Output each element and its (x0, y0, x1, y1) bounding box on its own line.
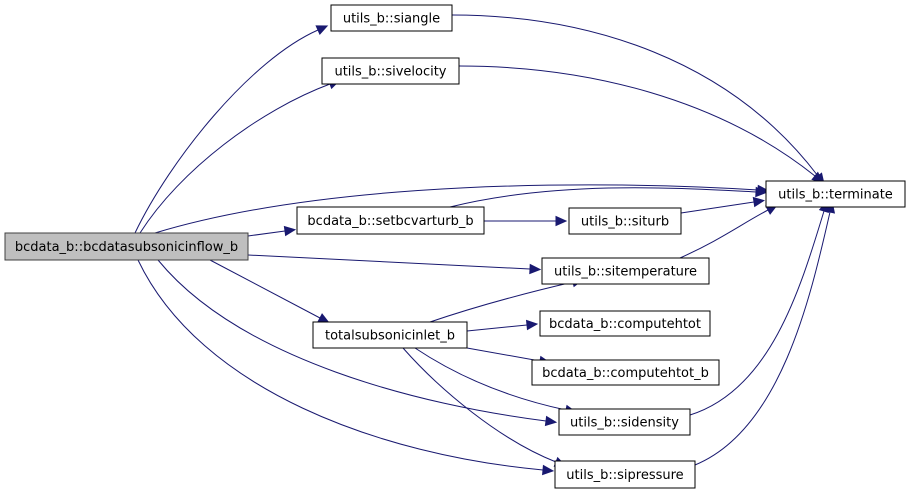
arrowhead-icon (529, 263, 542, 275)
edge-line (451, 14, 819, 177)
edge-totalsubsonic-to-computehtot (466, 319, 539, 332)
node-label: bcdata_b::bcdatasubsonicinflow_b (15, 240, 238, 255)
node-box (296, 206, 485, 235)
arrowhead-icon (555, 215, 568, 227)
edge-line (449, 187, 757, 208)
node-setbcvarturb[interactable]: bcdata_b::setbcvarturb_b (296, 206, 485, 235)
node-label: utils_b::sipressure (566, 468, 683, 483)
node-sivelocity[interactable]: utils_b::sivelocity (321, 57, 460, 85)
edge-line (154, 184, 759, 234)
edge-line (157, 259, 547, 422)
node-label: utils_b::sitemperature (554, 265, 697, 280)
arrowhead-icon (544, 415, 558, 427)
edge-sivelocity-to-terminate (458, 65, 824, 184)
edge-line (402, 347, 557, 463)
arrowhead-icon (315, 25, 329, 36)
edge-line (137, 259, 544, 471)
node-box (330, 4, 453, 32)
edge-root-to-sipressure (137, 259, 555, 476)
node-siturb[interactable]: utils_b::siturb (568, 207, 682, 235)
root-node: bcdata_b::bcdatasubsonicinflow_b (4, 232, 249, 261)
edge-root-to-sitemperature (247, 254, 542, 275)
edge-root-to-sidensity (157, 259, 558, 427)
edge-line (247, 254, 531, 270)
node-label: utils_b::sidensity (570, 416, 679, 431)
node-terminate[interactable]: utils_b::terminate (765, 180, 906, 208)
arrowhead-icon (752, 196, 766, 208)
edge-line (429, 281, 574, 323)
node-box (765, 180, 906, 208)
edge-line (414, 347, 567, 411)
edge-line (134, 29, 319, 234)
node-sidensity[interactable]: utils_b::sidensity (558, 408, 691, 436)
node-box (531, 359, 720, 386)
edge-root-to-siangle (134, 25, 329, 234)
node-totalsubsonic[interactable]: totalsubsonicinlet_b (312, 321, 468, 349)
edge-line (209, 259, 321, 319)
arrowhead-icon (755, 186, 768, 198)
edge-line (139, 83, 331, 234)
node-label: utils_b::siangle (343, 12, 440, 27)
edge-siturb-to-terminate (680, 196, 766, 214)
edge-line (694, 211, 831, 466)
node-box (558, 408, 691, 436)
node-box (554, 460, 696, 489)
edge-siangle-to-terminate (451, 14, 825, 185)
arrowhead-icon (525, 319, 539, 331)
node-box (321, 57, 460, 85)
node-computehtot[interactable]: bcdata_b::computehtot (539, 310, 711, 337)
edge-setbcvarturb-to-siturb (484, 215, 568, 227)
edge-line (679, 209, 769, 259)
node-label: utils_b::terminate (778, 188, 893, 203)
edge-line (466, 347, 541, 362)
node-label: bcdata_b::computehtot_b (542, 366, 709, 381)
edge-line (680, 201, 755, 214)
edge-line (689, 210, 825, 416)
node-label: totalsubsonicinlet_b (325, 329, 455, 344)
node-box (4, 232, 249, 261)
node-box (539, 310, 711, 337)
edge-line (458, 65, 816, 177)
node-box (541, 257, 710, 285)
edge-sipressure-to-terminate (694, 201, 836, 466)
node-box (312, 321, 468, 349)
edge-root-to-totalsubsonic (209, 259, 330, 324)
edge-sitemperature-to-terminate (679, 204, 778, 259)
node-box (568, 207, 682, 235)
node-sitemperature[interactable]: utils_b::sitemperature (541, 257, 710, 285)
node-label: bcdata_b::setbcvarturb_b (307, 214, 473, 229)
node-label: utils_b::sivelocity (334, 65, 446, 80)
node-label: bcdata_b::computehtot (549, 317, 701, 332)
edge-setbcvarturb-to-terminate (449, 186, 768, 208)
edge-root-to-setbcvarturb (247, 225, 297, 237)
arrowhead-icon (283, 225, 297, 237)
arrowhead-icon (317, 313, 330, 324)
node-sipressure[interactable]: utils_b::sipressure (554, 460, 696, 489)
node-siangle[interactable]: utils_b::siangle (330, 4, 453, 32)
node-label: utils_b::siturb (581, 215, 669, 230)
arrowhead-icon (542, 464, 555, 476)
edge-line (466, 324, 528, 332)
edge-line (247, 230, 286, 237)
node-computehtot_b[interactable]: bcdata_b::computehtot_b (531, 359, 720, 386)
